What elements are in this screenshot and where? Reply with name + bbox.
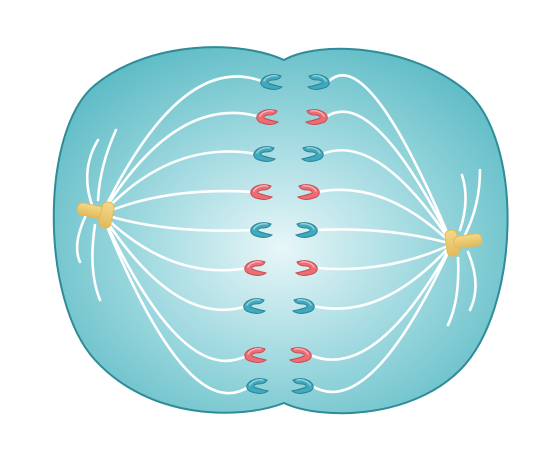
centrosome-left [76, 201, 115, 229]
astral-ray-left [85, 138, 100, 207]
astral-ray-left [75, 213, 88, 264]
spindle-fiber-right [326, 74, 454, 246]
spindle-fiber-left [100, 111, 262, 216]
spindle-fiber-left [100, 189, 256, 216]
spindle-fiber-right [320, 149, 454, 246]
chromatid-red-right [294, 260, 318, 276]
spindle-fiber-left [100, 212, 252, 395]
chromatid-teal-right [306, 74, 330, 90]
chromatid-red-right [304, 109, 328, 125]
centriole-horizontal-right [453, 233, 483, 249]
spindle-fiber-left [100, 212, 249, 311]
chromatid-teal-right [290, 378, 314, 394]
chromosomes [243, 74, 330, 394]
chromatid-teal-left [260, 74, 284, 90]
centriole-vertical-left [98, 201, 115, 229]
chromatid-teal-left [250, 222, 274, 238]
chromatid-red-left [244, 260, 268, 276]
spindle-fiber-right [311, 242, 454, 310]
spindle-fiber-left [100, 75, 266, 216]
spindle-fiber-left [100, 212, 250, 363]
spindle-fiber-left [100, 212, 250, 272]
centrosome-right [444, 229, 483, 257]
spindle-fiber-right [314, 228, 454, 246]
spindle-fiber-right [314, 242, 454, 271]
astral-ray-left [91, 223, 102, 302]
chromatid-red-left [256, 109, 280, 125]
astral-ray-right [466, 250, 477, 312]
chromatid-teal-right [300, 146, 324, 162]
chromatid-teal-right [291, 298, 315, 314]
chromatid-teal-left [253, 146, 277, 162]
spindle-fiber-right [310, 242, 454, 394]
astral-ray-right [458, 173, 467, 232]
chromatid-red-left [250, 184, 274, 200]
chromatid-red-right [288, 347, 312, 363]
chromatid-teal-right [294, 222, 318, 238]
spindle-fiber-left [100, 150, 259, 216]
astral-ray-right [446, 256, 460, 327]
chromatid-teal-left [246, 378, 270, 394]
chromatid-red-right [296, 184, 320, 200]
chromatid-teal-left [243, 298, 267, 314]
spindle-fiber-right [308, 242, 454, 361]
astral-ray-right [463, 168, 482, 237]
spindle-fibers [75, 74, 482, 395]
spindle-fiber-right [324, 110, 454, 246]
spindle-fiber-left [100, 212, 256, 232]
chromatid-red-left [244, 347, 268, 363]
astral-ray-left [96, 128, 118, 202]
spindle-fiber-right [316, 188, 454, 246]
